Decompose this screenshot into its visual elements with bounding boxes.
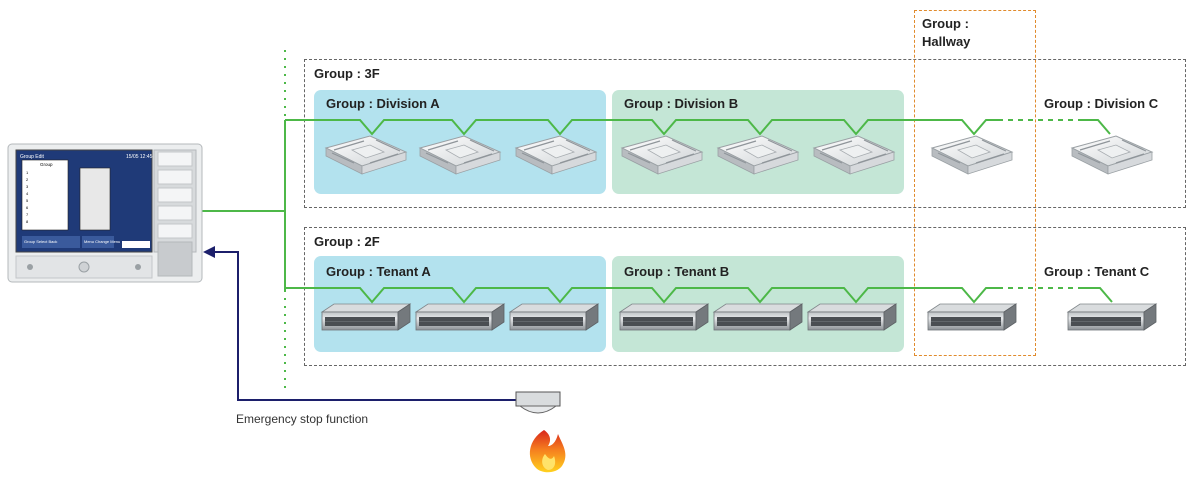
group-2f-box — [304, 227, 1186, 366]
cassette-unit-icon — [621, 135, 703, 175]
label-division-c: Group : Division C — [1044, 96, 1159, 111]
cassette-unit-icon — [717, 135, 799, 175]
label-hallway-line2: Hallway — [922, 34, 971, 49]
duct-unit-icon — [927, 303, 1017, 331]
emergency-stop-label: Emergency stop function — [236, 412, 369, 426]
controller-panel-header: Group — [40, 162, 53, 167]
controller-footer-left: Group Select Back — [24, 239, 57, 244]
controller-screen-time: 15/05 12:45 — [126, 154, 153, 160]
label-division-b: Group : Division B — [624, 96, 739, 111]
controller-row: 3 — [26, 184, 29, 189]
controller-row: 5 — [26, 198, 29, 203]
controller-row: 6 — [26, 205, 29, 210]
group-hallway-box — [914, 10, 1036, 356]
duct-unit-icon — [713, 303, 803, 331]
label-tenant-a: Group : Tenant A — [326, 264, 431, 279]
controller-row: 2 — [26, 177, 29, 182]
smoke-detector-icon — [515, 391, 561, 414]
cassette-unit-icon — [515, 135, 597, 175]
controller-row: 4 — [26, 191, 29, 196]
label-hallway-line1: Group : — [922, 16, 969, 31]
duct-unit-icon — [807, 303, 897, 331]
label-tenant-b: Group : Tenant B — [624, 264, 730, 279]
label-tenant-c: Group : Tenant C — [1044, 264, 1150, 279]
cassette-unit-icon — [813, 135, 895, 175]
controller-row: 8 — [26, 219, 29, 224]
group-3f-box — [304, 59, 1186, 208]
cassette-unit-icon — [1071, 135, 1153, 175]
controller-screen-title: Group Edit — [20, 154, 45, 160]
central-controller-icon — [7, 143, 203, 283]
label-group-2f: Group : 2F — [314, 234, 380, 249]
label-division-a: Group : Division A — [326, 96, 440, 111]
cassette-unit-icon — [325, 135, 407, 175]
fire-icon — [529, 430, 566, 473]
duct-unit-icon — [321, 303, 411, 331]
cassette-unit-icon — [419, 135, 501, 175]
duct-unit-icon — [509, 303, 599, 331]
controller-row: 7 — [26, 212, 29, 217]
controller-footer-mid: Menu Change Menu — [84, 239, 120, 244]
label-group-3f: Group : 3F — [314, 66, 380, 81]
duct-unit-icon — [415, 303, 505, 331]
duct-unit-icon — [619, 303, 709, 331]
cassette-unit-icon — [931, 135, 1013, 175]
controller-row: 1 — [26, 170, 29, 175]
duct-unit-icon — [1067, 303, 1157, 331]
